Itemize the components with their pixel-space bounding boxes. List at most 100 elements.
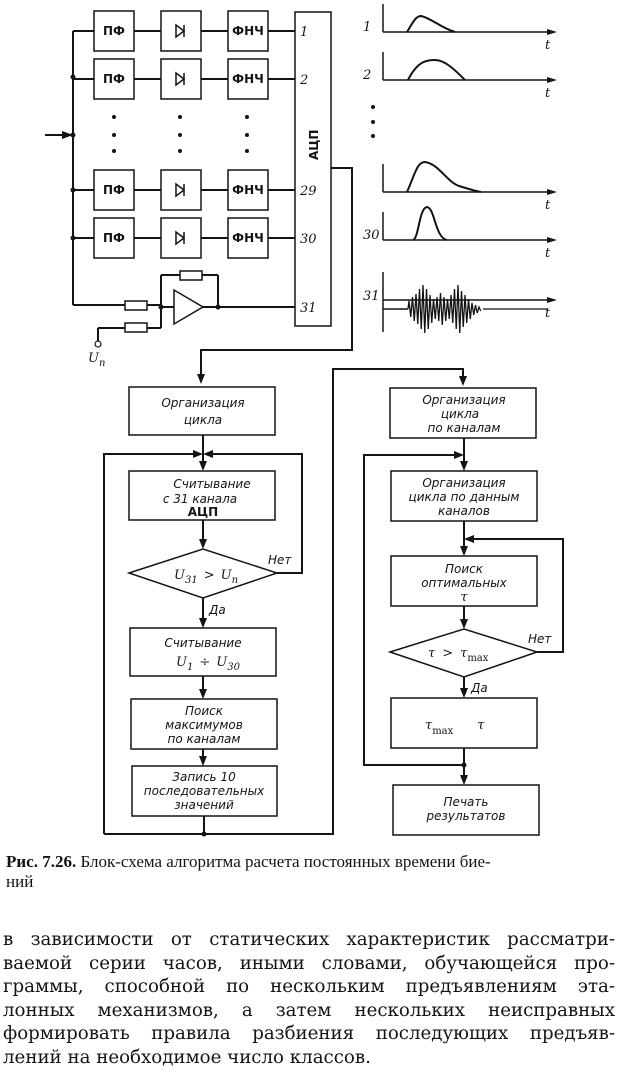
channel-row: ПФ ФНЧ 2	[73, 58, 308, 100]
waveform-skewed-pulse: t1	[363, 4, 557, 53]
decision-tau-expression: τ>τmax	[428, 646, 489, 664]
decision-no-label: Нет	[268, 553, 292, 567]
assign-tau-box	[390, 697, 538, 749]
amplifier-circuit	[73, 270, 295, 344]
channel-num: 29	[299, 184, 317, 199]
channel-row: ПФ ФНЧ 29	[73, 169, 317, 211]
resistor-icon	[124, 300, 148, 311]
read31-text: с 31 канала	[163, 492, 237, 506]
print-results-text: результатов	[426, 809, 506, 823]
diode-icon	[175, 71, 186, 87]
waveform-num: 2	[362, 68, 371, 83]
search-opt-text: Поиск	[445, 562, 484, 576]
detector-block	[160, 10, 202, 52]
time-axis-label: t	[545, 38, 551, 53]
read31-text: Считывание	[173, 477, 250, 491]
body-line: лений на необходимое число классов.	[3, 1046, 371, 1068]
write10-text: Запись 10	[172, 770, 236, 784]
waveform-num: 1	[363, 20, 371, 35]
write10-text: последовательных	[144, 784, 265, 798]
org-cycle-data-text: Организация	[422, 476, 505, 490]
time-axis-label: t	[545, 306, 551, 321]
junction-dot	[215, 304, 221, 310]
channel-num: 30	[300, 232, 317, 247]
diode-icon	[175, 230, 186, 246]
search-max-text: максимумов	[165, 718, 243, 732]
detector-block	[160, 58, 202, 100]
waveform-num: 31	[363, 289, 380, 304]
body-line: лонных механизмов, а затем нескольких не…	[3, 999, 615, 1021]
axis-arrow-icon	[547, 77, 557, 83]
lowpass-filter-label: ФНЧ	[232, 231, 264, 245]
arrow-head	[197, 374, 205, 384]
channel-num: 2	[299, 73, 308, 88]
waveform-broad-pulse: t2	[362, 52, 557, 101]
time-axis-label: t	[545, 86, 551, 101]
axis-arrow-icon	[547, 189, 557, 195]
caption-text: Блок-схема алгоритма расчета постоянных …	[80, 852, 491, 871]
diode-icon	[175, 182, 186, 198]
waveform-curve	[407, 284, 482, 334]
input-terminal-icon	[94, 340, 102, 348]
bandpass-filter-label: ПФ	[103, 24, 125, 38]
resistor-icon	[124, 322, 148, 333]
search-max-text: Поиск	[185, 704, 224, 718]
axis-arrow-icon	[547, 297, 557, 303]
figure-caption: Рис. 7.26. Блок-схема алгоритма расчета …	[6, 852, 614, 892]
caption-text-cont: ний	[6, 872, 34, 891]
bandpass-filter-label: ПФ	[103, 231, 125, 245]
org-cycle-box	[128, 386, 276, 436]
decision-tau-yes-label: Да	[470, 681, 488, 695]
lowpass-filter-label: ФНЧ	[232, 24, 264, 38]
detector-block	[160, 217, 202, 259]
print-results-text: Печать	[444, 795, 489, 809]
read-u1-u30-expression: U1÷U30	[176, 655, 241, 673]
waveform-ellipsis	[371, 105, 375, 138]
waveform-curve	[412, 205, 448, 241]
waveform-skewed-pulse-long-tail: t	[382, 160, 557, 213]
body-line: в зависимости от статических характерист…	[3, 929, 615, 950]
body-line: ваемой серии часов, иными словами, обуча…	[3, 952, 615, 974]
org-cycle-text: Организация	[161, 396, 244, 410]
flowchart-left: Организация цикла Считывание с 31 канала…	[103, 368, 467, 837]
adc-output-line	[200, 167, 353, 380]
lowpass-filter-label: ФНЧ	[232, 183, 264, 197]
org-cycle-channels-text: цикла	[441, 407, 479, 421]
waveform-num: 30	[363, 228, 380, 243]
op-amp-icon	[173, 288, 205, 326]
waveform-curve	[406, 14, 456, 33]
time-axis-label: t	[545, 246, 551, 261]
ellipsis-dots	[112, 115, 249, 153]
input-arrow-head	[62, 131, 73, 139]
read31-text: АЦП	[188, 505, 218, 519]
read-u1-u30-text: Считывание	[164, 636, 241, 650]
channel-num: 1	[300, 25, 308, 40]
figure-number: Рис. 7.26.	[6, 852, 77, 871]
body-paragraph: в зависимости от статических характерист…	[3, 928, 615, 1069]
search-opt-text: оптимальных	[421, 576, 507, 590]
junction-dot	[70, 132, 76, 138]
org-cycle-channels-text: по каналам	[428, 421, 501, 435]
channel-row: ПФ ФНЧ 30	[73, 217, 317, 259]
org-cycle-text: цикла	[184, 413, 222, 427]
input-terminal-label: Uп	[88, 351, 105, 369]
print-results-box	[392, 784, 540, 836]
decision-tau-no-label: Нет	[528, 632, 552, 646]
lowpass-filter-label: ФНЧ	[232, 72, 264, 86]
org-cycle-channels-text: Организация	[422, 393, 505, 407]
adc-label: АЦП	[307, 130, 321, 160]
bandpass-filter-label: ПФ	[103, 183, 125, 197]
body-line: граммы, способной по нескольким предъявл…	[3, 976, 615, 997]
adc-block	[294, 11, 332, 327]
decision-u31-expression: U31>Uп	[174, 568, 238, 586]
bandpass-filter-label: ПФ	[103, 72, 125, 86]
decision-yes-label: Да	[208, 603, 226, 617]
axis-arrow-icon	[547, 237, 557, 243]
waveform-narrow-pulse: t 30	[363, 205, 557, 261]
resistor-icon	[179, 270, 203, 281]
channel-row: ПФ ФНЧ 1	[73, 10, 308, 52]
